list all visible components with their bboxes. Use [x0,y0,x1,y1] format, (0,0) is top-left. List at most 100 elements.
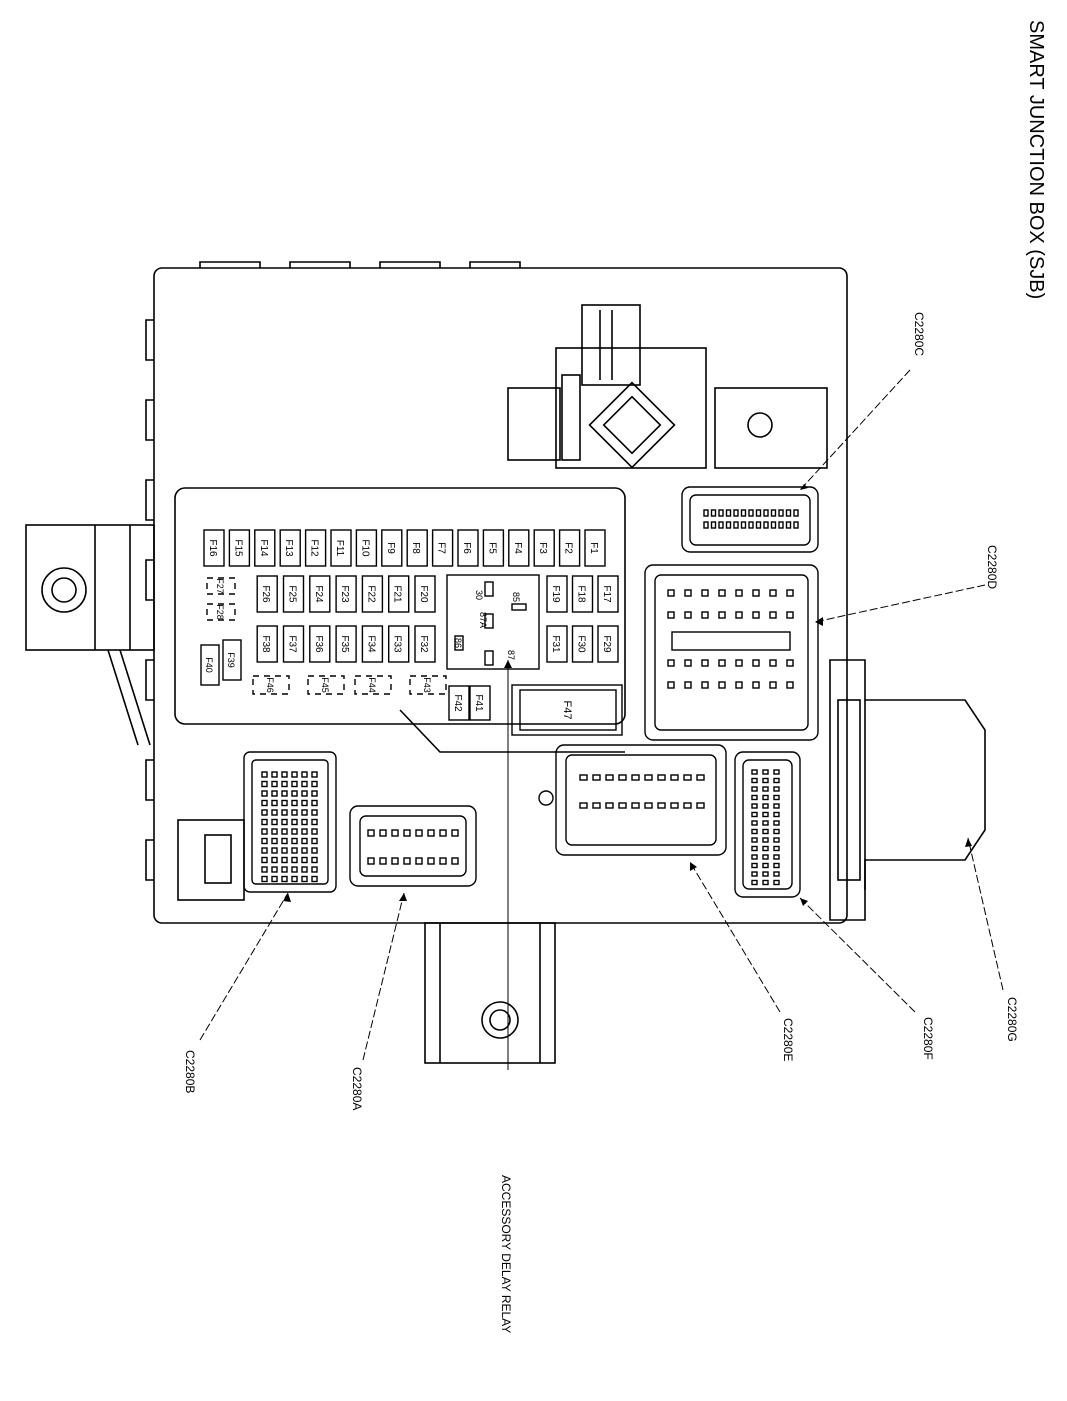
fuse-f1: F1 [584,529,606,567]
connector-pin [592,774,601,781]
connector-c2280a-body [349,805,477,887]
connector-pin [311,809,318,816]
connector-pin [751,845,758,852]
connector-pin [762,786,769,792]
fuse-label: F32 [418,635,429,653]
connector-pin [751,794,758,801]
fuse-label: F21 [392,585,403,603]
relay-pin-85: 85 [511,592,521,602]
fuse-label: F2 [563,542,574,554]
connector-pin [718,509,724,517]
connector-pin [271,818,278,826]
fuse-f11: F11 [330,529,352,567]
connector-pin [710,509,717,517]
fuse-label: F30 [576,635,587,653]
fuse-label: F45 [320,677,330,693]
fuse-label: F42 [452,694,463,712]
fuse-f10: F10 [355,529,378,567]
fuse-label: F37 [287,635,298,653]
connector-pin [301,818,308,826]
label-c2280c: C2280C [912,312,926,356]
connector-pin [291,799,298,807]
connector-pin [793,509,799,517]
connector-pin [733,509,739,517]
connector-pin [281,856,288,864]
fuse-label: F39 [226,652,236,668]
connector-pin [311,875,318,883]
fuse-f43: F43 [409,675,447,695]
fuse-f30: F30 [571,625,594,663]
connector-pin [733,521,739,529]
fuse-label: F18 [576,585,587,603]
connector-pin [670,802,679,809]
connector-pin [379,829,387,837]
connector-pin [773,786,780,792]
fuse-label: F1 [588,542,599,554]
connector-pin [735,589,743,597]
connector-pin [762,769,769,775]
fuse-f29: F29 [597,625,619,663]
connector-pin [301,847,308,854]
connector-pin [773,845,780,852]
connector-pin [762,879,769,886]
connector-pin [718,589,726,597]
fuse-label: F7 [436,542,447,554]
connector-pin [415,857,423,865]
connector-pin [752,589,760,597]
connector-pin [391,857,399,865]
connector-pin [271,828,278,835]
leader-arrowheads [283,484,972,906]
fuse-f26: F26 [256,575,278,613]
connector-pin [762,794,769,801]
fuse-f40: F40 [200,644,220,686]
connector-pin [773,854,780,860]
connector-pin [427,829,435,837]
connector-pin [271,856,278,864]
connector-pin [281,809,288,816]
connector-pin [773,837,780,843]
connector-pin [631,802,640,809]
connector-pin [605,774,614,781]
connector-pin [439,857,447,865]
label-c2280b: C2280B [183,1050,197,1093]
connector-pin [403,829,411,837]
connector-c2280e-body [538,744,727,856]
connector-pin [696,774,705,781]
fuse-f13: F13 [279,529,301,567]
connector-pin [427,857,435,865]
connector-pin [367,829,375,837]
connector-pin [762,777,769,784]
connector-pin [725,509,732,517]
connector-pin [311,818,318,826]
connector-pin [291,828,298,835]
fuse-f16: F16 [203,529,225,567]
connector-pin [748,509,754,517]
connector-pin [770,509,777,517]
connector-pin [403,857,411,865]
fuse-f34: F34 [361,625,384,663]
connector-pin [271,771,278,778]
fuse-f47: F47 [519,689,617,731]
fuse-label: F26 [260,585,271,603]
connector-pin [751,879,758,886]
connector-pin [718,681,726,689]
connector-pin [725,521,732,529]
connector-pin [762,820,769,826]
fuse-f44: F44 [354,675,392,695]
fuse-f24: F24 [309,575,331,613]
connector-pin [667,681,675,689]
connector-pin [762,828,769,835]
connector-pin [415,829,423,837]
connector-pin [618,774,627,781]
label-c2280a: C2280A [350,1067,364,1110]
fuse-label: F25 [287,585,298,603]
fuse-f17: F17 [597,575,619,613]
connector-pin [391,829,399,837]
connector-pin [751,803,758,809]
connector-pin [793,521,799,529]
connector-pin [701,589,709,597]
connector-pin [751,871,758,877]
fuse-label: F44 [367,677,377,693]
connector-pin [773,828,780,835]
